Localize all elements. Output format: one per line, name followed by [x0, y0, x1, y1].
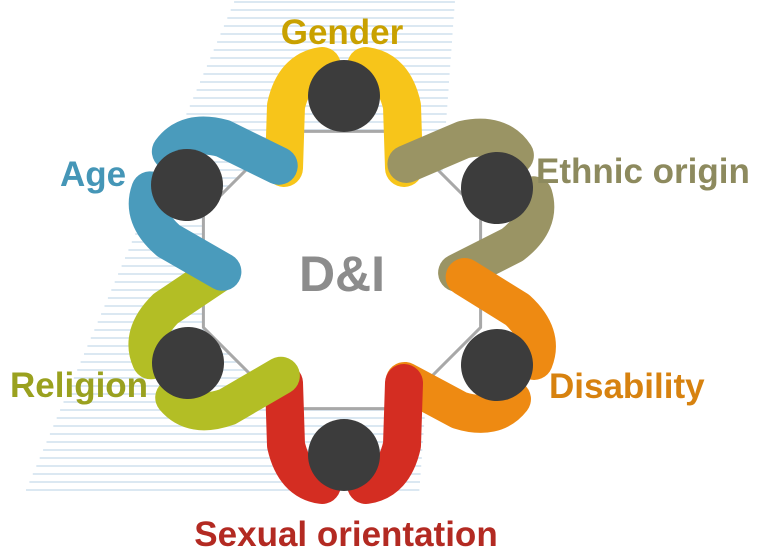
- person-head: [461, 152, 533, 224]
- label-ethnic-origin: Ethnic origin: [536, 152, 750, 191]
- label-sexual-orientation: Sexual orientation: [194, 515, 497, 551]
- person-head: [461, 329, 533, 401]
- label-religion: Religion: [10, 366, 148, 405]
- label-age: Age: [60, 155, 126, 194]
- person-left-arm: [265, 364, 341, 504]
- person-head: [151, 149, 223, 221]
- person-left-arm: [347, 47, 423, 187]
- label-disability: Disability: [549, 367, 705, 406]
- person-left-arm: [151, 116, 298, 185]
- person-right-arm: [265, 47, 341, 187]
- person-head: [152, 327, 224, 399]
- people-circle: [128, 47, 556, 504]
- person-ethnic-origin: [387, 118, 555, 292]
- label-gender: Gender: [281, 13, 404, 52]
- person-left-arm: [438, 176, 555, 292]
- person-right-arm: [128, 171, 242, 291]
- person-head: [308, 60, 380, 132]
- center-label: D&I: [299, 246, 385, 302]
- person-disability: [385, 258, 556, 433]
- person-left-arm: [128, 254, 237, 380]
- person-sexual-orientation: [265, 364, 423, 504]
- person-right-arm: [155, 356, 300, 431]
- person-head: [308, 419, 380, 491]
- person-age: [128, 116, 298, 291]
- person-right-arm: [347, 364, 423, 504]
- person-religion: [128, 254, 300, 431]
- person-gender: [265, 47, 423, 187]
- person-right-arm: [387, 118, 534, 184]
- person-right-arm: [445, 258, 556, 380]
- person-left-arm: [385, 361, 531, 433]
